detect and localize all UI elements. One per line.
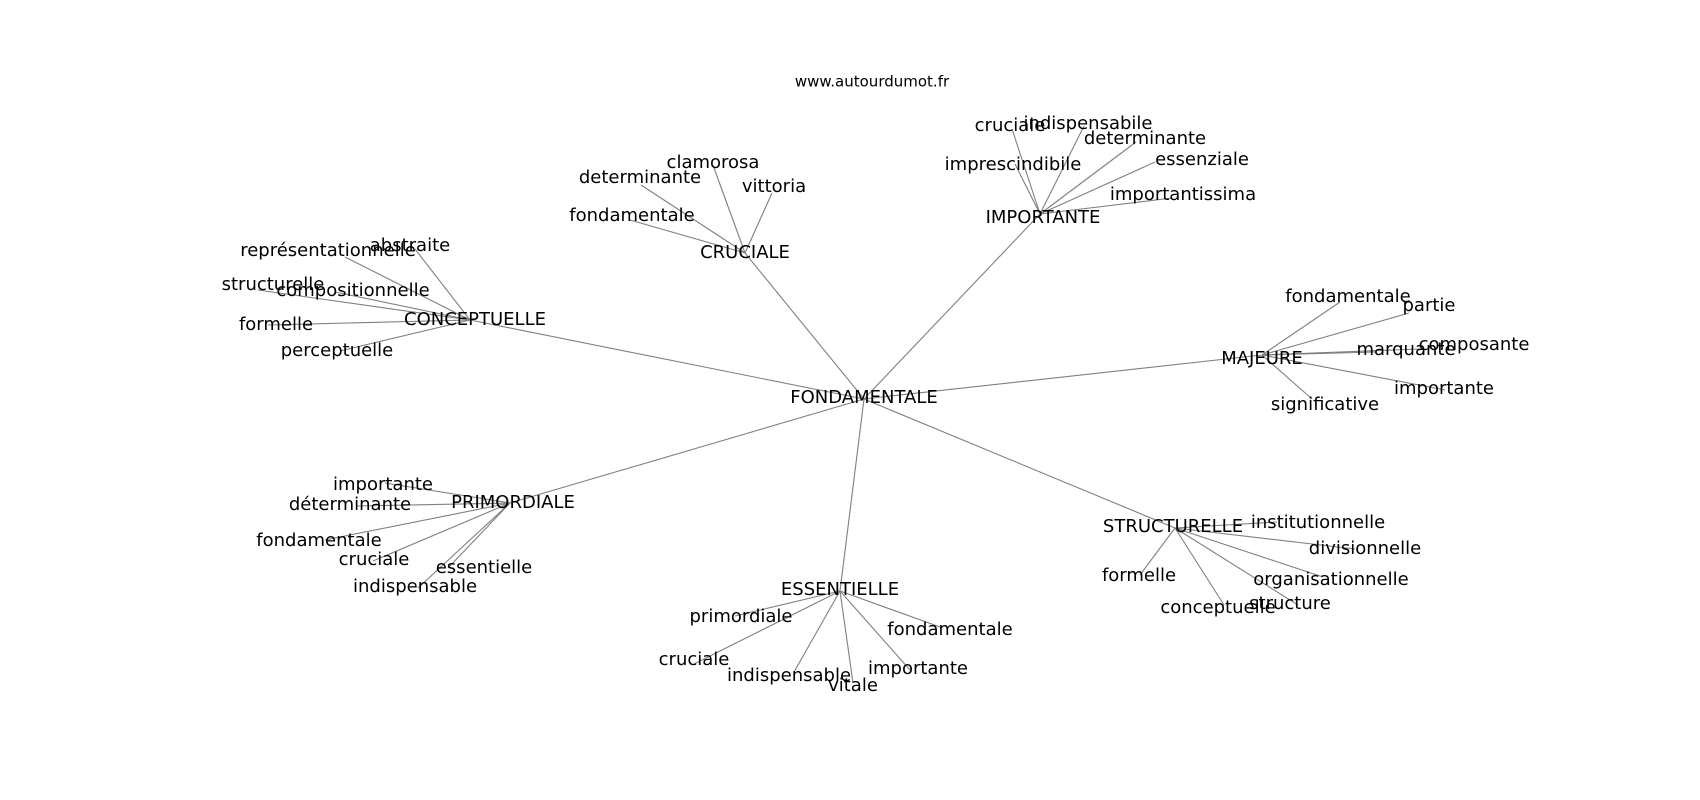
node-leaf: essenziale [1155,149,1249,170]
edge-hub-to-leaf [1174,527,1299,606]
node-leaf: représentationnelle [240,240,416,261]
node-leaf: cruciale [339,549,410,570]
node-leaf: déterminante [289,494,411,515]
node-hub: CRUCIALE [700,242,790,263]
edge-hub-to-leaf [793,590,841,673]
edge-hub-to-leaf [344,256,471,321]
node-leaf: perceptuelle [281,340,394,361]
edge-center-to-hub [863,354,1263,400]
node-leaf: vitale [828,675,878,696]
node-leaf: vittoria [742,176,806,197]
edge-hub-to-leaf [734,590,841,617]
edge-hub-to-leaf [1261,354,1446,391]
edge-hub-to-leaf [1261,351,1377,356]
node-hub: IMPORTANTE [986,207,1101,228]
edge-hub-to-leaf [372,502,511,562]
node-hub: MAJEURE [1221,348,1303,369]
edge-hub-to-leaf [1014,163,1041,215]
node-leaf: importante [868,658,968,679]
node-leaf: cruciale [975,115,1046,136]
edge-hub-to-leaf [447,502,511,569]
edge-hub-to-leaf [1174,527,1356,550]
node-leaf: fondamentale [256,530,381,551]
node-leaf: determinante [1084,128,1206,149]
node-leaf: indispensable [353,576,477,597]
watermark-text: www.autourdumot.fr [795,73,950,91]
edge-hub-to-leaf [839,590,911,671]
edge-hub-to-leaf [693,590,841,665]
edge-hub-to-leaf [1261,301,1341,356]
edge-hub-to-leaf [417,502,511,589]
edge-center-to-hub [863,213,1041,400]
edge-center-to-hub [509,398,865,504]
edge-hub-to-leaf [839,590,854,684]
node-center: FONDAMENTALE [790,387,938,408]
node-leaf: clamorosa [667,152,760,173]
node-hub: STRUCTURELLE [1103,516,1243,537]
edge-hub-to-leaf [356,502,511,507]
node-leaf: structure [1249,593,1331,614]
edge-hub-to-leaf [744,192,773,254]
node-leaf: institutionnelle [1251,512,1385,533]
edge-hub-to-leaf [839,590,941,628]
edge-hub-to-leaf [1174,521,1278,529]
edge-center-to-hub [839,398,865,592]
node-leaf: importante [333,474,433,495]
node-leaf: essentielle [436,557,533,578]
edge-hub-to-leaf [339,319,471,352]
edge-hub-to-leaf [1261,354,1313,400]
node-leaf: cruciale [659,649,730,670]
node-leaf: partie [1403,295,1456,316]
edge-hub-to-leaf [324,502,511,541]
edge-hub-to-leaf [1011,128,1041,215]
node-leaf: fondamentale [887,619,1012,640]
node-leaf: significative [1271,394,1379,415]
node-leaf: indispensable [727,665,851,686]
node-leaf: primordiale [690,606,793,627]
edge-hub-to-leaf [640,184,746,254]
node-leaf: compositionnelle [276,280,429,301]
node-leaf: formelle [1102,565,1176,586]
node-leaf: conceptuelle [1160,597,1275,618]
graph-labels: www.autourdumot.fr FONDAMENTALE CRUCIALE… [222,73,1530,697]
node-leaf: formelle [239,314,313,335]
node-hub: ESSENTIELLE [781,579,899,600]
edge-hub-to-leaf [1039,141,1137,215]
edge-hub-to-leaf [267,319,471,326]
edge-center-to-hub [469,319,865,400]
node-leaf: fondamentale [569,205,694,226]
edge-hub-to-leaf [384,482,511,504]
node-leaf: marquante [1356,339,1455,360]
edge-hub-to-leaf [713,167,746,254]
node-leaf: imprescindibile [945,154,1082,175]
edge-center-to-hub [744,252,865,400]
edge-hub-to-leaf [414,248,471,321]
node-leaf: composante [1419,334,1530,355]
node-leaf: abstraite [370,235,450,256]
node-leaf: importante [1394,378,1494,399]
edge-hub-to-leaf [334,291,471,321]
edge-hub-to-leaf [1039,161,1156,215]
edge-hub-to-leaf [1039,125,1085,215]
node-leaf: structurelle [222,274,325,295]
node-leaf: divisionnelle [1309,538,1421,559]
edge-hub-to-leaf [1139,527,1176,576]
edge-hub-to-leaf [1039,197,1173,215]
edge-hub-to-leaf [629,219,746,254]
edge-center-to-hub [863,398,1176,529]
node-leaf: organisationnelle [1253,569,1408,590]
edge-hub-to-leaf [257,289,471,321]
node-leaf: fondamentale [1285,286,1410,307]
node-hub: PRIMORDIALE [451,492,575,513]
graph-edges [257,125,1446,684]
node-leaf: indispensabile [1023,113,1152,134]
edge-hub-to-leaf [1174,527,1324,578]
edge-hub-to-leaf [1261,312,1410,356]
node-hub: CONCEPTUELLE [404,309,546,330]
edge-hub-to-leaf [1174,527,1225,606]
node-leaf: determinante [579,167,701,188]
node-leaf: importantissima [1110,184,1256,205]
